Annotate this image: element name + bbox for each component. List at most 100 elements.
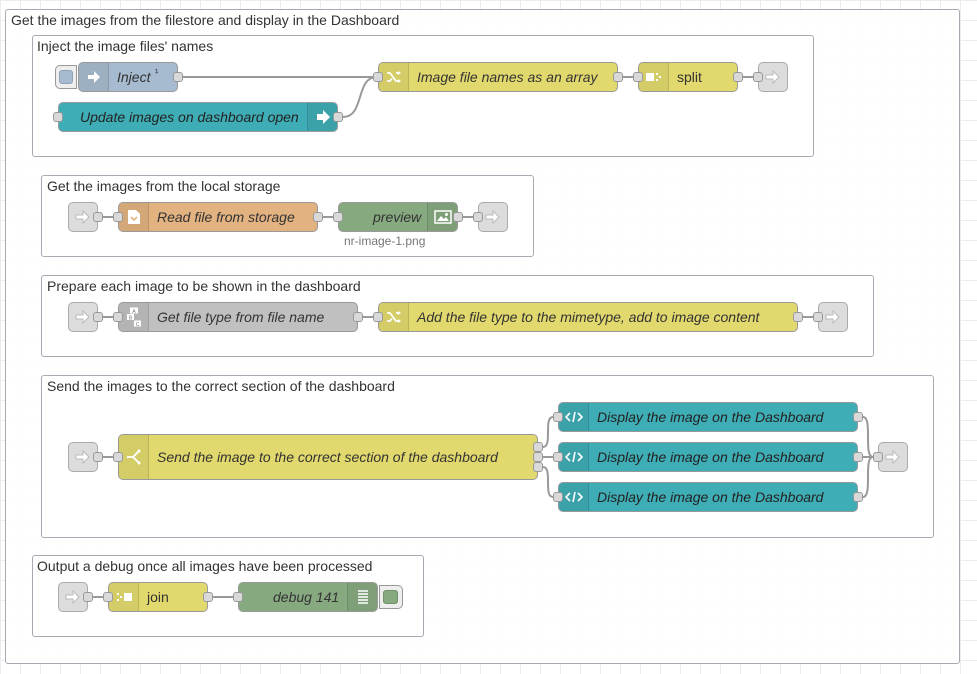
read-file-node[interactable]: Read file from storage — [118, 202, 318, 232]
image-names-output-port[interactable] — [613, 72, 623, 82]
switch-node[interactable]: Send the image to the correct section of… — [118, 434, 538, 480]
switch-input-port[interactable] — [113, 452, 123, 462]
display-node-1-input-port[interactable] — [553, 412, 563, 422]
link-in-icon — [75, 449, 90, 465]
display-node-1[interactable]: Display the image on the Dashboard — [558, 402, 858, 432]
join-label: join — [147, 589, 169, 605]
debug-list-icon — [347, 583, 377, 611]
inject-node[interactable]: Inject ¹ — [78, 62, 178, 92]
outer-group-label: Get the images from the filestore and di… — [11, 12, 400, 28]
debug-label: debug 141 — [273, 589, 340, 605]
switch-output-port-1[interactable] — [533, 442, 543, 452]
group-storage-label: Get the images from the local storage — [47, 178, 281, 194]
file-icon — [119, 203, 149, 231]
group-inject[interactable]: Inject the image files' names — [32, 35, 814, 157]
preview-status-text: nr-image-1.png — [344, 234, 426, 248]
link-in-send-output-port[interactable] — [93, 452, 103, 462]
inject-output-port[interactable] — [173, 72, 183, 82]
link-out-storage[interactable] — [478, 202, 508, 232]
mimetype-node[interactable]: Add the file type to the mimetype, add t… — [378, 302, 798, 332]
filetype-input-port[interactable] — [113, 312, 123, 322]
preview-output-port[interactable] — [453, 212, 463, 222]
image-names-node[interactable]: Image file names as an array — [378, 62, 618, 92]
link-in-prepare-output-port[interactable] — [93, 312, 103, 322]
link-in-icon — [75, 209, 90, 225]
link-out-icon — [485, 209, 500, 225]
link-out-storage-input-port[interactable] — [473, 212, 483, 222]
shuffle-icon — [379, 303, 409, 331]
link-in-storage[interactable] — [68, 202, 98, 232]
display-node-3-label: Display the image on the Dashboard — [597, 489, 824, 505]
display-node-1-output-port[interactable] — [853, 412, 863, 422]
group-prepare-label: Prepare each image to be shown in the da… — [47, 278, 361, 294]
inject-trigger-button[interactable] — [55, 65, 77, 89]
link-out-icon — [885, 449, 900, 465]
split-node[interactable]: split — [638, 62, 738, 92]
link-out-icon — [765, 69, 780, 85]
display-node-3[interactable]: Display the image on the Dashboard — [558, 482, 858, 512]
switch-label: Send the image to the correct section of… — [157, 449, 498, 465]
code-icon — [559, 403, 589, 431]
group-inject-label: Inject the image files' names — [37, 38, 214, 54]
update-images-output-port[interactable] — [333, 112, 343, 122]
link-out-1[interactable] — [758, 62, 788, 92]
code-icon — [559, 483, 589, 511]
preview-input-port[interactable] — [333, 212, 343, 222]
image-names-input-port[interactable] — [373, 72, 383, 82]
display-node-3-output-port[interactable] — [853, 492, 863, 502]
join-icon — [109, 583, 139, 611]
display-node-2-output-port[interactable] — [853, 452, 863, 462]
switch-output-port-3[interactable] — [533, 462, 543, 472]
link-in-icon — [65, 589, 80, 605]
display-node-2-label: Display the image on the Dashboard — [597, 449, 824, 465]
link-in-debug-output-port[interactable] — [83, 592, 93, 602]
svg-text:A: A — [132, 309, 136, 315]
split-icon — [639, 63, 669, 91]
inject-node-badge: ¹ — [155, 68, 159, 79]
filetype-label: Get file type from file name — [157, 309, 325, 325]
inject-node-label: Inject — [117, 69, 151, 85]
svg-text:B: B — [128, 316, 132, 322]
split-output-port[interactable] — [733, 72, 743, 82]
read-file-label: Read file from storage — [157, 209, 295, 225]
link-in-send[interactable] — [68, 442, 98, 472]
mimetype-output-port[interactable] — [793, 312, 803, 322]
link-in-debug[interactable] — [58, 582, 88, 612]
image-icon — [427, 203, 457, 231]
update-images-input-port[interactable] — [53, 112, 63, 122]
debug-input-port[interactable] — [233, 592, 243, 602]
switch-output-port-2[interactable] — [533, 452, 543, 462]
display-node-2[interactable]: Display the image on the Dashboard — [558, 442, 858, 472]
link-in-storage-output-port[interactable] — [93, 212, 103, 222]
mimetype-label: Add the file type to the mimetype, add t… — [417, 309, 760, 325]
group-debug-label: Output a debug once all images have been… — [37, 558, 373, 574]
join-output-port[interactable] — [203, 592, 213, 602]
join-input-port[interactable] — [103, 592, 113, 602]
switch-icon — [119, 435, 149, 479]
link-out-prepare-input-port[interactable] — [813, 312, 823, 322]
link-out-send-input-port[interactable] — [873, 452, 883, 462]
debug-toggle-button[interactable] — [379, 585, 403, 609]
link-out-icon — [825, 309, 840, 325]
read-file-input-port[interactable] — [113, 212, 123, 222]
preview-label: preview — [373, 209, 422, 225]
join-node[interactable]: join — [108, 582, 208, 612]
read-file-output-port[interactable] — [313, 212, 323, 222]
debug-node[interactable]: debug 141 — [238, 582, 378, 612]
preview-node[interactable]: preview — [338, 202, 458, 232]
link-out-1-input-port[interactable] — [753, 72, 763, 82]
mimetype-input-port[interactable] — [373, 312, 383, 322]
display-node-3-input-port[interactable] — [553, 492, 563, 502]
filetype-output-port[interactable] — [353, 312, 363, 322]
update-images-label: Update images on dashboard open — [80, 109, 299, 125]
code-icon — [559, 443, 589, 471]
update-images-node[interactable]: Update images on dashboard open — [58, 102, 338, 132]
split-input-port[interactable] — [633, 72, 643, 82]
group-send-label: Send the images to the correct section o… — [47, 378, 395, 394]
display-node-1-label: Display the image on the Dashboard — [597, 409, 824, 425]
display-node-2-input-port[interactable] — [553, 452, 563, 462]
shuffle-icon — [379, 63, 409, 91]
split-label: split — [677, 69, 702, 85]
